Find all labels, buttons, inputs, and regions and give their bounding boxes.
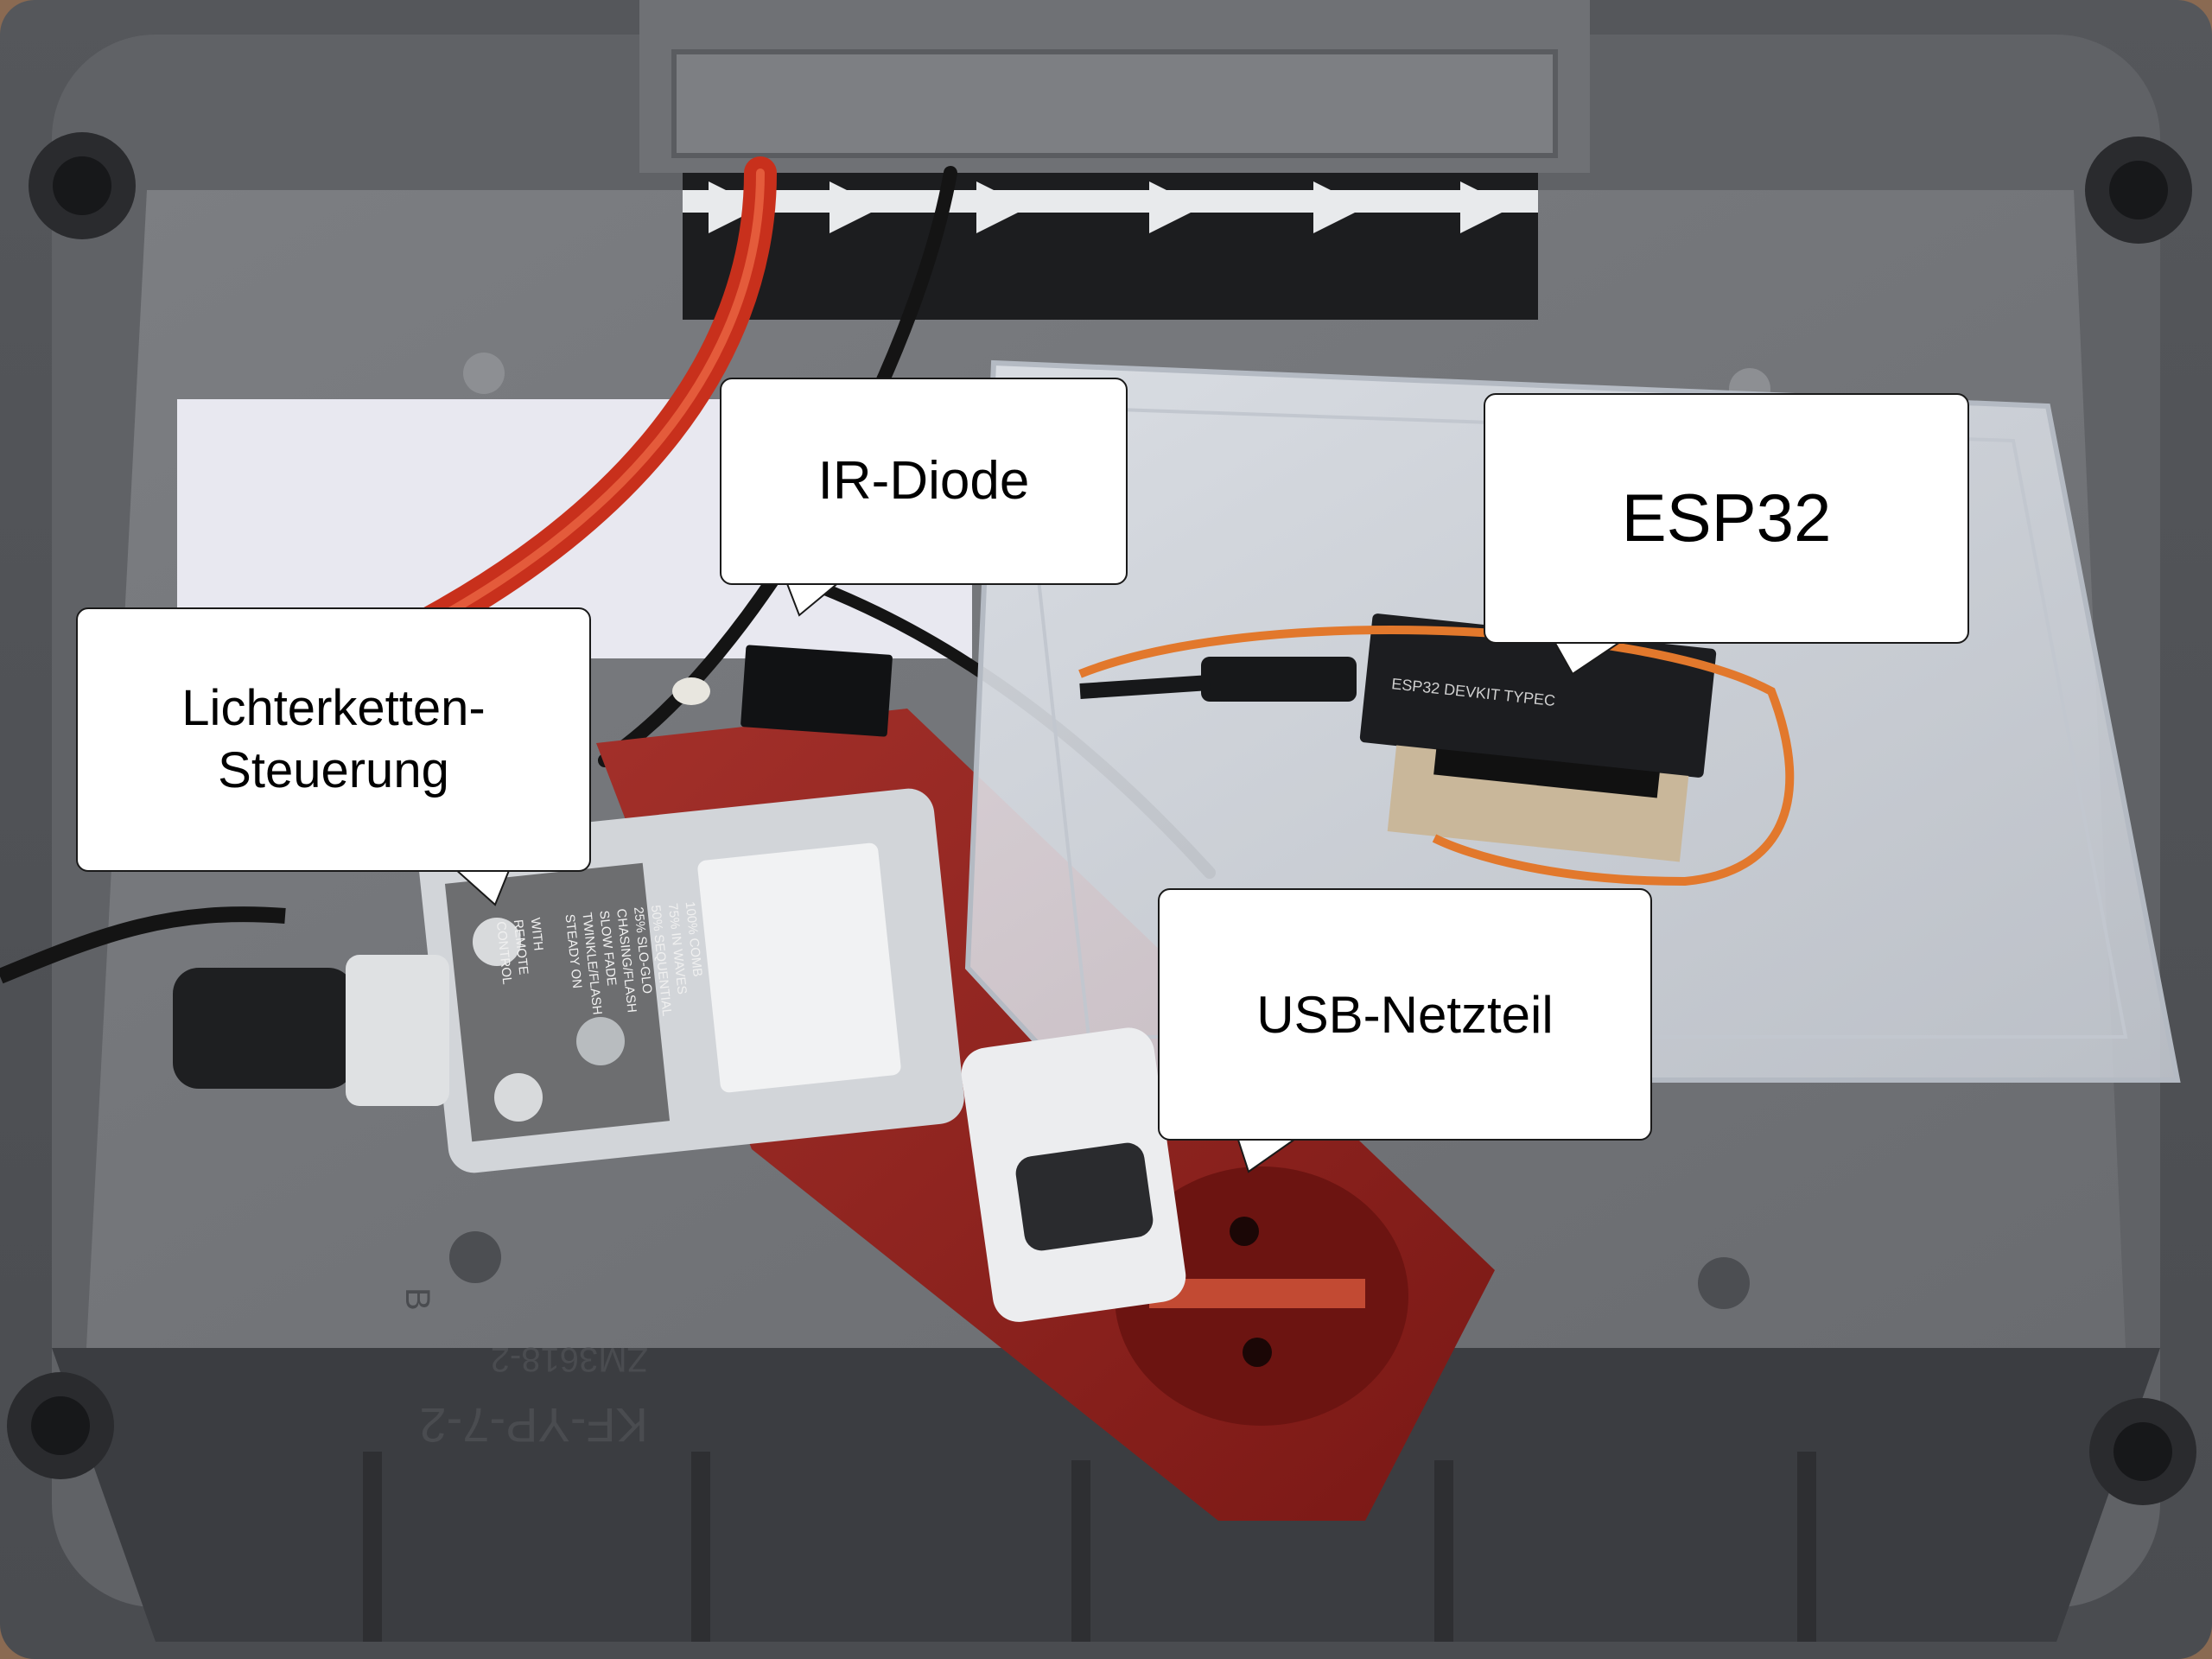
ir-module (672, 645, 893, 737)
callout-esp32: ESP32 (1484, 393, 1969, 644)
enclosure-code-marking: ZM3618-2 (491, 1340, 648, 1378)
callout-usb-power-label: USB-Netzteil (1256, 985, 1554, 1044)
callout-light-controller-label: Lichterketten- Steuerung (181, 679, 486, 799)
black-cable-left (0, 906, 286, 984)
svg-text:REMOTE: REMOTE (511, 918, 531, 976)
light-controller (173, 788, 964, 1173)
enclosure-letter-marking: B (398, 1287, 436, 1311)
esp32-board (1359, 613, 1717, 862)
svg-text:WITH: WITH (528, 917, 546, 951)
usb-c-plug (1201, 657, 1357, 702)
cable-gland-strip (639, 0, 1590, 320)
callout-ir-diode-label: IR-Diode (817, 451, 1030, 512)
enclosure-model-marking: KF-YP-7-2 (420, 1398, 649, 1452)
callout-esp32-label: ESP32 (1621, 480, 1832, 556)
callout-light-controller: Lichterketten- Steuerung (76, 607, 591, 872)
callout-usb-power: USB-Netzteil (1158, 888, 1652, 1141)
usb-power-adapter (961, 1027, 1186, 1322)
callout-ir-diode: IR-Diode (720, 378, 1128, 585)
